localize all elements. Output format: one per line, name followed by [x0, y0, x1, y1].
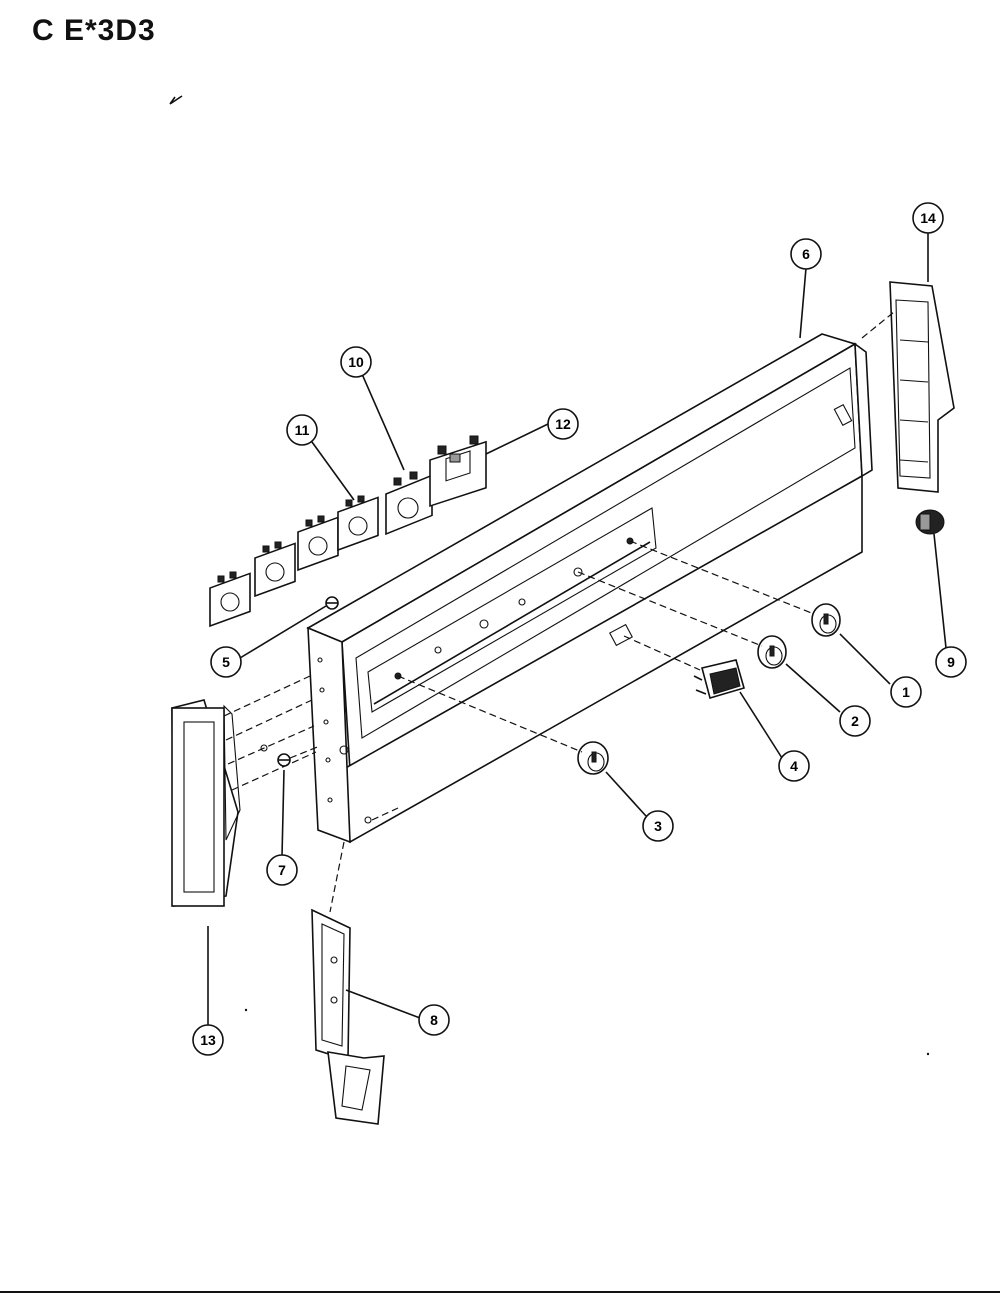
callout-10: 10 — [340, 346, 372, 378]
callout-7: 7 — [266, 854, 298, 886]
selector-switch — [429, 435, 487, 508]
stray-dot — [926, 1052, 930, 1056]
callout-4-label: 4 — [790, 758, 798, 774]
left-end-cap — [171, 699, 241, 907]
callout-11: 11 — [286, 414, 318, 446]
callout-14-label: 14 — [920, 210, 936, 226]
callout-2-label: 2 — [851, 713, 859, 729]
callout-13-label: 13 — [200, 1032, 216, 1048]
callout-5-label: 5 — [222, 654, 230, 670]
stray-dot — [244, 1008, 248, 1012]
callout-7-label: 7 — [278, 862, 286, 878]
callout-6-label: 6 — [802, 246, 810, 262]
callout-12-label: 12 — [555, 416, 571, 432]
diagram-title: C E*3D3 — [32, 14, 156, 47]
callout-3: 3 — [642, 810, 674, 842]
callout-1: 1 — [890, 676, 922, 708]
callout-1-label: 1 — [902, 684, 910, 700]
callout-12: 12 — [547, 408, 579, 440]
rocker-switch — [693, 659, 745, 699]
callout-9: 9 — [935, 646, 967, 678]
stray-mark — [169, 95, 183, 105]
callout-10-label: 10 — [348, 354, 364, 370]
callout-9-label: 9 — [947, 654, 955, 670]
knob-1 — [811, 603, 841, 637]
callout-5: 5 — [210, 646, 242, 678]
callout-6: 6 — [790, 238, 822, 270]
knob-2 — [757, 635, 787, 669]
mounting-bracket — [311, 908, 385, 1125]
callout-11-label: 11 — [295, 422, 310, 438]
right-end-cap — [889, 281, 955, 493]
knob-3 — [577, 741, 609, 775]
indicator-light — [915, 509, 945, 535]
callout-13: 13 — [192, 1024, 224, 1056]
assembly-lines — [223, 311, 895, 913]
callout-14: 14 — [912, 202, 944, 234]
timer-switch — [385, 471, 447, 536]
callout-8: 8 — [418, 1004, 450, 1036]
callout-2: 2 — [839, 705, 871, 737]
mounting-screw — [260, 744, 291, 767]
leader-lines — [207, 232, 947, 1026]
callout-4: 4 — [778, 750, 810, 782]
callout-3-label: 3 — [654, 818, 662, 834]
control-panel-backguard — [306, 333, 873, 844]
callout-8-label: 8 — [430, 1012, 438, 1028]
infinite-switch-row — [209, 495, 379, 628]
screw — [325, 596, 339, 610]
